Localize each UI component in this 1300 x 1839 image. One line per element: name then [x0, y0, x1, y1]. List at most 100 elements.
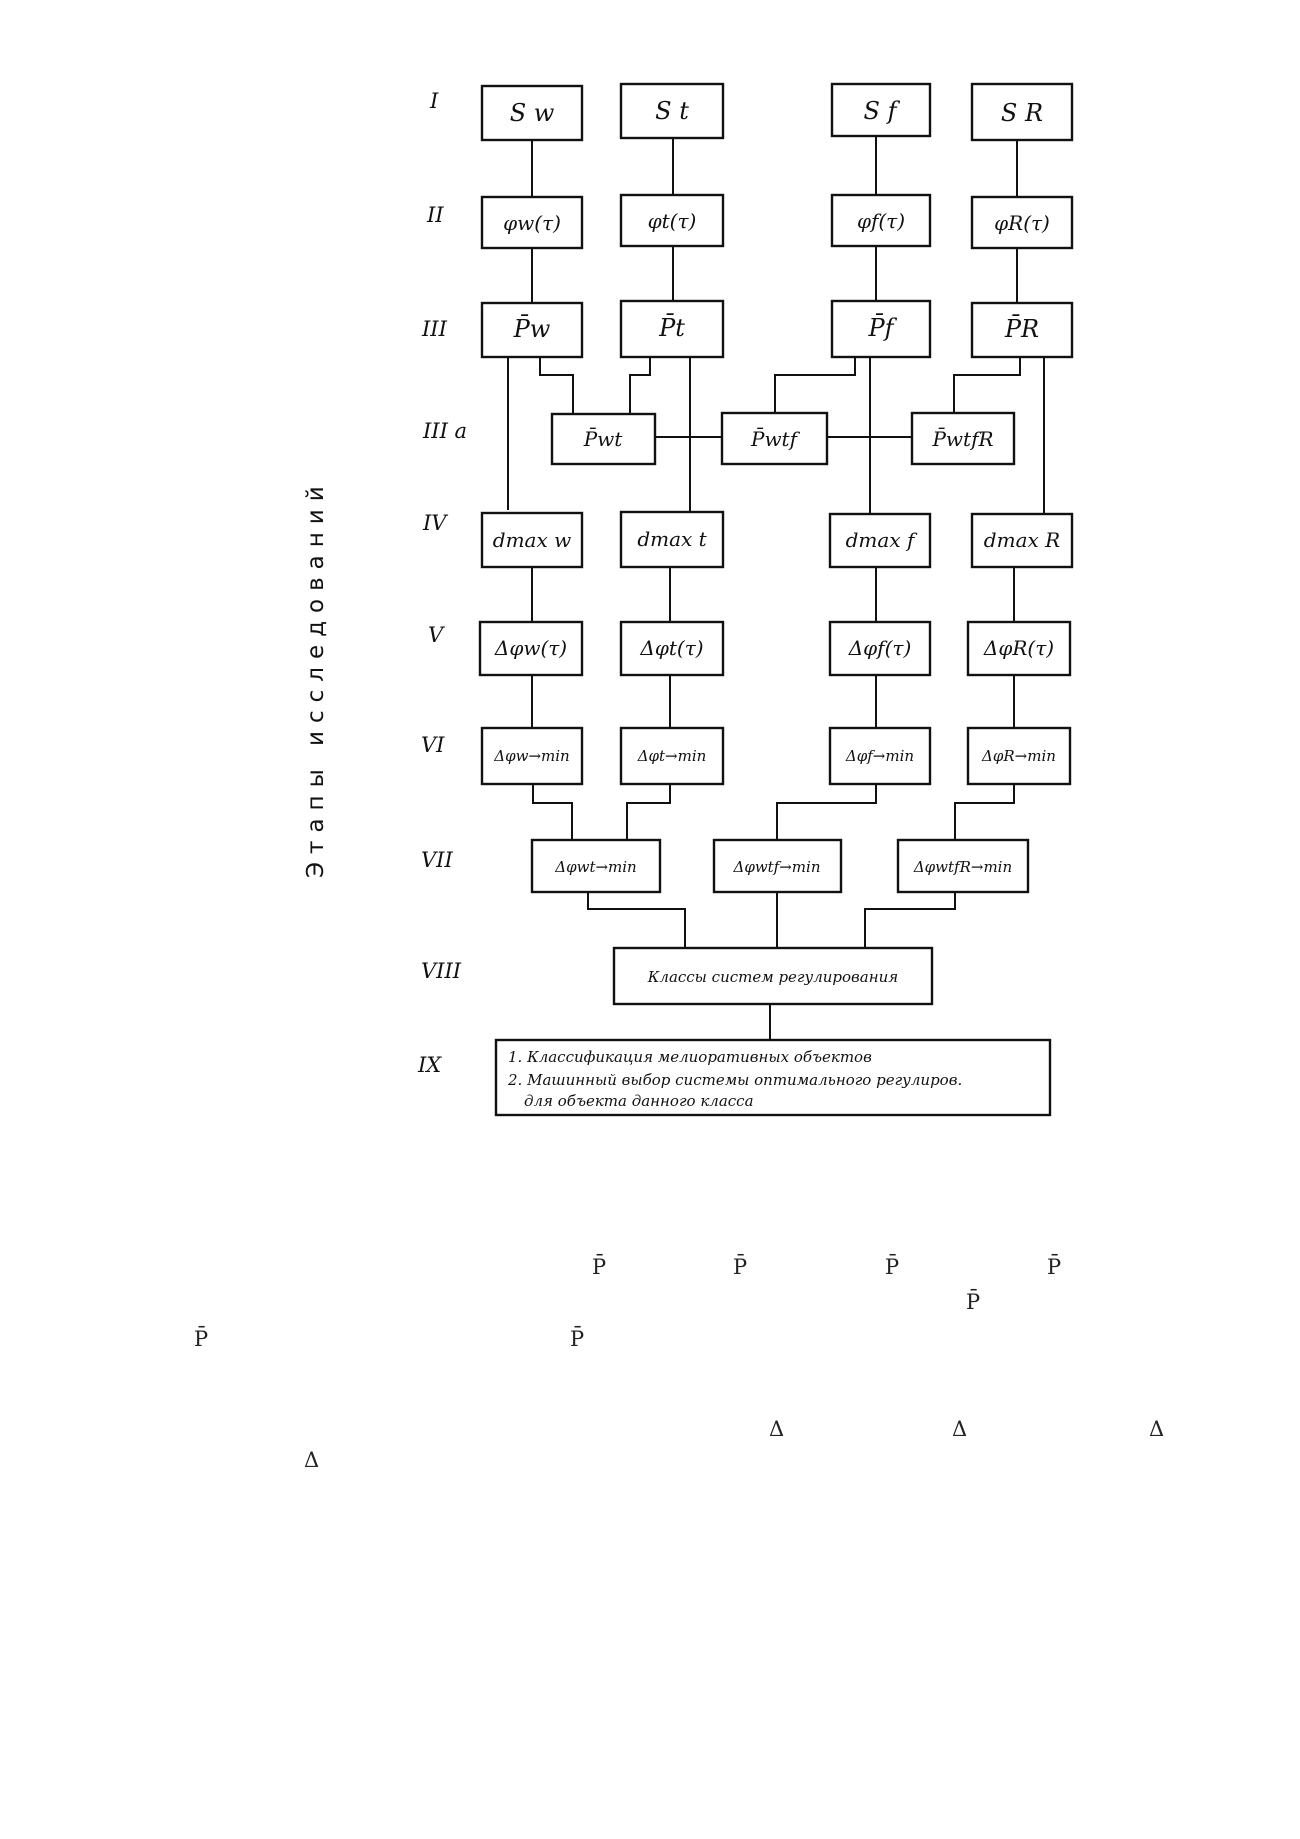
label-dphi-f: Δφf(τ)	[848, 636, 912, 660]
stray-p-7: P̄	[570, 1327, 585, 1351]
stray-p-6: P̄	[194, 1327, 209, 1351]
label-s-t: S t	[655, 97, 689, 125]
box-phi-t	[619, 193, 725, 248]
label-phi-f: φf(τ)	[857, 209, 905, 233]
label-min-wt: Δφwt→min	[554, 858, 636, 876]
label-s-f: S f	[864, 97, 901, 125]
vertical-title: Этапы исследований	[303, 478, 329, 878]
stray-p-5: P̄	[966, 1290, 981, 1314]
stray-p-3: P̄	[885, 1255, 900, 1279]
stray-delta-1: Δ	[769, 1417, 785, 1441]
box-p-f	[830, 299, 932, 359]
box-p-wtfr	[910, 411, 1016, 466]
stage-label-9: IX	[417, 1053, 442, 1077]
box-phi-w	[480, 195, 584, 250]
stage-label-4: IV	[422, 511, 448, 535]
label-min-wtfr: ΔφwtfR→min	[913, 858, 1012, 876]
stage-label-3: III	[421, 317, 448, 341]
box-d-r	[970, 512, 1074, 569]
box-final	[494, 1038, 1052, 1117]
box-min-wtfr	[896, 838, 1030, 894]
connectors	[507, 136, 1045, 1040]
label-s-w: S w	[510, 99, 555, 127]
stage-label-5: V	[428, 623, 445, 647]
stage-label-6: VI	[421, 733, 445, 757]
box-min-f	[828, 726, 932, 786]
box-d-t	[619, 510, 725, 569]
link-minf-minwtf	[776, 784, 877, 840]
label-p-wt: P̄wt	[583, 426, 624, 451]
box-p-wt	[550, 412, 657, 466]
link-minwt-classes	[587, 892, 686, 948]
boxes	[478, 82, 1074, 1117]
box-p-r	[970, 301, 1074, 359]
label-final-1: 1. Классификация мелиоративных объектов	[508, 1048, 872, 1066]
box-min-wt	[530, 838, 662, 894]
label-phi-r: φR(τ)	[994, 211, 1050, 235]
box-s-r	[970, 82, 1074, 142]
label-d-f: dmax f	[846, 528, 918, 552]
label-phi-w: φw(τ)	[503, 211, 561, 235]
label-min-wtf: Δφwtf→min	[732, 858, 820, 876]
label-min-r: ΔφR→min	[981, 747, 1056, 765]
link-pt-pwt	[629, 357, 651, 414]
box-min-t	[619, 726, 725, 786]
box-p-wtf	[720, 411, 829, 466]
label-p-f: P̄f	[867, 314, 897, 342]
box-dphi-r	[966, 620, 1072, 677]
link-mint-minwt	[626, 784, 671, 840]
label-p-wtf: P̄wtf	[750, 426, 801, 451]
stage-label-3a: III a	[422, 419, 467, 443]
link-minw-minwt	[532, 784, 573, 840]
label-p-r: P̄R	[1004, 315, 1039, 343]
box-labels: S w S t S f S R φw(τ) φt(τ) φf(τ) φR(τ) …	[493, 97, 1060, 1110]
box-dphi-t	[619, 620, 725, 677]
box-d-f	[828, 512, 932, 569]
box-s-w	[480, 84, 584, 142]
label-d-r: dmax R	[984, 528, 1060, 552]
box-phi-f	[830, 193, 932, 248]
stray-p-2: P̄	[733, 1255, 748, 1279]
stray-p-4: P̄	[1047, 1255, 1062, 1279]
stage-label-2: II	[426, 203, 444, 227]
box-min-w	[480, 726, 584, 786]
label-dphi-t: Δφt(τ)	[639, 636, 703, 660]
link-pr-pwtfr	[953, 357, 1021, 413]
stage-labels: I II III III a IV V VI VII VIII IX	[417, 89, 467, 1077]
box-phi-r	[970, 195, 1074, 250]
box-min-r	[966, 726, 1072, 786]
link-pw-pwt	[539, 357, 574, 414]
label-classes: Классы систем регулирования	[647, 968, 898, 986]
label-p-w: P̄w	[513, 315, 551, 343]
label-p-wtfr: P̄wtfR	[931, 426, 993, 451]
stray-p-1: P̄	[592, 1255, 607, 1279]
label-final-3: для объекта данного класса	[524, 1092, 754, 1110]
label-final-2: 2. Машинный выбор системы оптимального р…	[507, 1071, 962, 1089]
label-phi-t: φt(τ)	[648, 209, 697, 233]
label-dphi-r: ΔφR(τ)	[983, 636, 1054, 660]
stray-delta-4: Δ	[304, 1448, 320, 1472]
stage-label-1: I	[429, 89, 439, 113]
box-s-f	[830, 82, 932, 138]
box-min-wtf	[712, 838, 843, 894]
link-minwtfr-classes	[864, 892, 956, 948]
stage-label-7: VII	[421, 848, 453, 872]
label-min-f: Δφf→min	[845, 747, 914, 765]
box-dphi-w	[478, 620, 584, 677]
label-min-w: Δφw→min	[493, 747, 569, 765]
box-d-w	[480, 511, 584, 569]
label-min-t: Δφt→min	[637, 747, 707, 765]
label-p-t: P̄t	[658, 314, 685, 342]
label-d-w: dmax w	[493, 528, 571, 552]
label-s-r: S R	[1001, 99, 1043, 127]
link-pf-pwtf	[774, 357, 856, 413]
stray-delta-3: Δ	[1149, 1417, 1165, 1441]
stage-label-8: VIII	[421, 959, 462, 983]
box-s-t	[619, 82, 725, 140]
box-p-w	[480, 301, 584, 359]
label-d-t: dmax t	[637, 527, 707, 551]
link-minr-minwtfr	[954, 784, 1015, 840]
box-dphi-f	[828, 620, 932, 677]
